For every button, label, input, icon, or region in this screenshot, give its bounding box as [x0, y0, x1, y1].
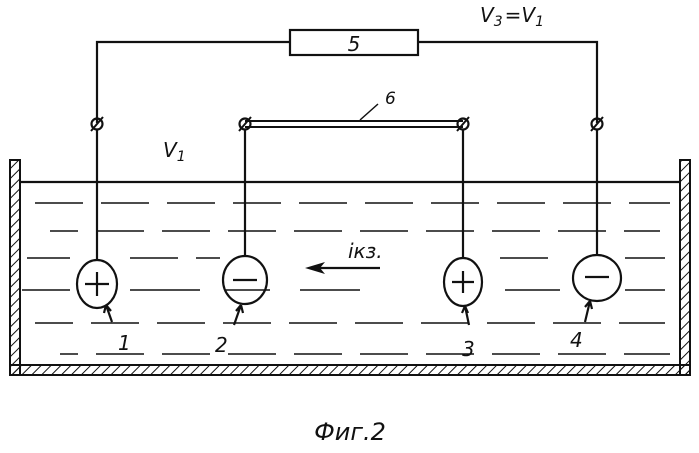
- electrode-2-number: 2: [215, 333, 228, 357]
- potential-equation: V3=V1: [480, 3, 544, 30]
- electrode-3-number: 3: [462, 337, 475, 361]
- bridge-6: 6: [245, 89, 463, 127]
- terminal-1: [91, 117, 103, 131]
- potential-v1-label: V1: [163, 138, 186, 165]
- electrode-1: 1: [77, 260, 131, 355]
- figure-caption: Фиг.2: [314, 418, 386, 446]
- bridge-label: 6: [385, 89, 396, 109]
- external-circuit: 5: [97, 30, 597, 123]
- electrode-4-number: 4: [570, 328, 583, 352]
- resistor-label: 5: [348, 32, 361, 56]
- terminal-4: [591, 117, 603, 131]
- electrode-1-number: 1: [118, 331, 131, 355]
- terminal-2: [239, 117, 251, 131]
- terminal-3: [457, 117, 469, 131]
- electrode-4: 4: [570, 255, 621, 352]
- current-label: iкз.: [348, 239, 383, 263]
- electrode-3: 3: [444, 258, 482, 361]
- short-circuit-current: iкз.: [305, 239, 383, 274]
- electrode-2: 2: [215, 256, 267, 357]
